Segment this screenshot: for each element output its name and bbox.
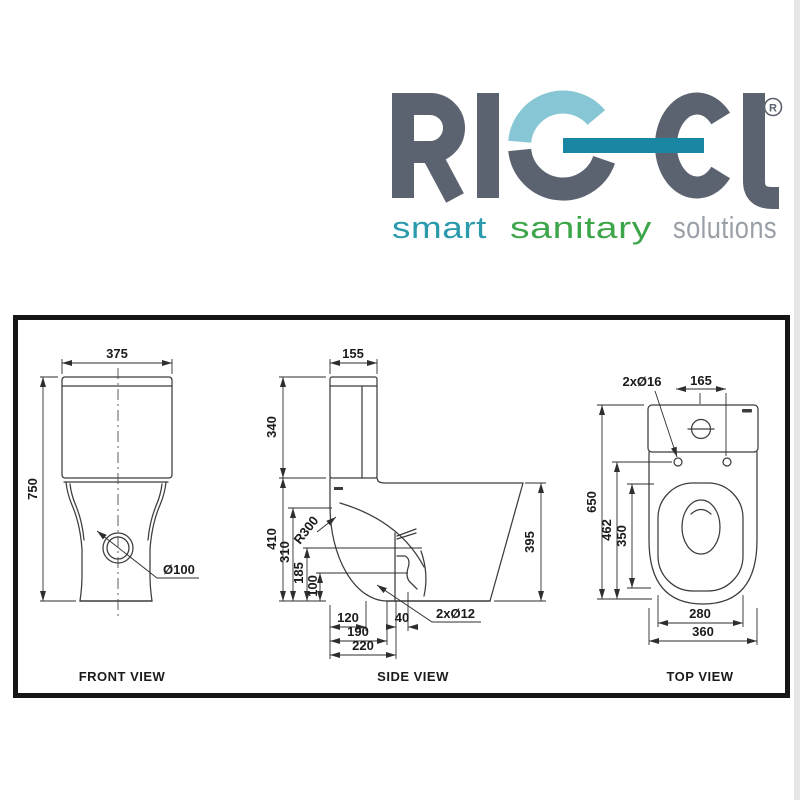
seat-hole-left xyxy=(673,457,683,467)
top-view-label: TOP VIEW xyxy=(666,669,733,684)
dim-side-tank-height: 340 xyxy=(264,416,279,438)
logo-letter-l xyxy=(743,93,779,209)
tagline-smart: smart xyxy=(392,210,487,245)
dim-front-outlet: Ø100 xyxy=(163,562,195,577)
dim-side-body-height: 410 xyxy=(264,528,279,550)
top-view: 2xØ16 165 650 462 350 280 360 TOP VIEW xyxy=(584,373,759,684)
side-view-dimensions xyxy=(279,359,546,659)
dim-side-outlet-offset-2: 190 xyxy=(347,624,369,639)
registered-letter: R xyxy=(769,103,777,115)
dim-side-inlet-height: 100 xyxy=(305,575,320,597)
tank-lid-notch xyxy=(742,409,752,413)
dim-top-bowl-width: 360 xyxy=(692,624,714,639)
top-view-dim-texts: 2xØ16 165 650 462 350 280 360 TOP VIEW xyxy=(584,373,733,684)
dim-side-tank-depth: 155 xyxy=(342,346,364,361)
front-view-outline xyxy=(61,376,173,602)
registered-trademark-icon: R xyxy=(763,97,783,117)
logo-teal-bar xyxy=(563,138,704,153)
dim-side-outlet-offset-1: 120 xyxy=(337,610,359,625)
dim-top-seat-holes: 2xØ16 xyxy=(622,374,661,389)
dim-side-rim-height: 310 xyxy=(277,541,292,563)
side-view-label: SIDE VIEW xyxy=(377,669,449,684)
dim-top-seat-length: 350 xyxy=(614,525,629,547)
top-view-outline xyxy=(647,404,759,605)
dim-side-outlet-width: 40 xyxy=(395,610,409,625)
page-edge-shadow xyxy=(794,0,800,800)
side-rim-mark xyxy=(334,487,343,490)
tagline-solutions: solutions xyxy=(673,210,777,245)
logo-tagline: smart sanitary solutions xyxy=(392,210,777,245)
panel-border xyxy=(13,315,790,698)
dim-front-height: 750 xyxy=(25,478,40,500)
tagline-sanitary: sanitary xyxy=(510,210,652,245)
logo-letter-r xyxy=(392,93,465,203)
dim-front-width: 375 xyxy=(106,346,128,361)
rigel-logo: R smart sanitary solutions xyxy=(392,90,783,245)
dim-side-seat-height: 395 xyxy=(522,531,537,553)
bowl-opening xyxy=(681,499,721,555)
front-view-label: FRONT VIEW xyxy=(79,669,166,684)
seat-ring xyxy=(657,482,744,592)
dim-side-trap-height: 185 xyxy=(291,562,306,584)
dim-top-depth: 650 xyxy=(584,491,599,513)
dim-side-outlet-offset-3: 220 xyxy=(352,638,374,653)
dim-top-seat-width: 280 xyxy=(689,606,711,621)
side-view-outline xyxy=(329,376,524,602)
top-view-dimensions xyxy=(597,386,758,645)
dim-top-hole-span: 165 xyxy=(690,373,712,388)
drawing-panel: 375 750 Ø100 FRONT VIEW xyxy=(13,315,790,698)
logo-letter-g xyxy=(508,90,615,201)
dim-side-bolt-holes: 2xØ12 xyxy=(436,606,475,621)
front-view-dimensions xyxy=(40,359,199,602)
front-view: 375 750 Ø100 FRONT VIEW xyxy=(25,346,199,684)
front-view-dim-texts: 375 750 Ø100 FRONT VIEW xyxy=(25,346,195,684)
dim-top-hole-depth: 462 xyxy=(599,519,614,541)
seat-hole-right xyxy=(722,457,732,467)
